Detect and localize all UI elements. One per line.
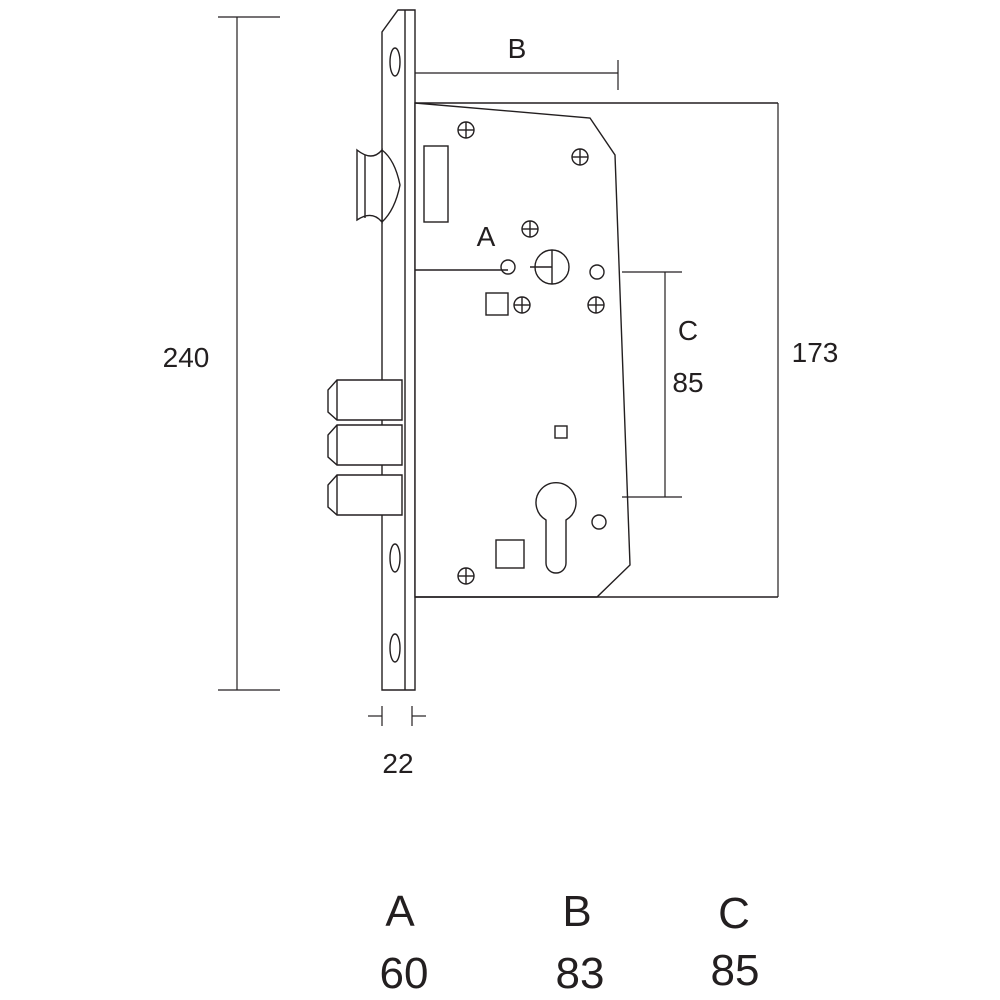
spec-table: A B C 60 83 85 — [380, 887, 760, 998]
latch-slot — [423, 145, 449, 223]
faceplate-screw-slot-middle — [389, 543, 401, 573]
square-block-upper — [485, 292, 509, 316]
dimension-faceplate-width: 22 — [368, 706, 426, 779]
faceplate — [381, 9, 416, 691]
spec-letter-a: A — [385, 887, 415, 936]
faceplate-screw-slot-top — [389, 47, 401, 77]
deadbolt-top — [327, 379, 403, 421]
label-c-value: 85 — [672, 367, 703, 398]
latch-bolt — [356, 148, 401, 224]
small-hole-lower — [591, 514, 607, 530]
height-total-label: 240 — [163, 342, 210, 373]
faceplate-width-label: 22 — [382, 748, 413, 779]
spec-letter-c: C — [718, 889, 750, 938]
deadbolt-middle — [327, 424, 403, 466]
spec-letter-b: B — [562, 887, 591, 936]
dimension-body-height: 173 — [777, 103, 839, 597]
label-c: C — [678, 315, 698, 346]
small-hole-a — [500, 259, 516, 275]
body-height-label: 173 — [792, 337, 839, 368]
dimension-b: B — [415, 33, 619, 90]
screw-upper-center — [521, 220, 539, 238]
screw-lower-right — [587, 296, 605, 314]
label-b: B — [508, 33, 527, 64]
label-a: A — [477, 221, 496, 252]
spec-value-a: 60 — [380, 949, 429, 998]
small-square — [554, 425, 568, 439]
spec-value-b: 83 — [556, 949, 605, 998]
screw-top-right — [571, 148, 589, 166]
small-hole-right — [589, 264, 605, 280]
cylinder-cutout — [535, 482, 577, 574]
spec-value-c: 85 — [711, 946, 760, 995]
faceplate-screw-slot-bottom — [389, 633, 401, 663]
lock-case — [414, 102, 778, 598]
dimension-c: C 85 — [622, 271, 704, 498]
screw-lower-left — [513, 296, 531, 314]
screw-bottom-left — [457, 567, 475, 585]
handle-follower — [530, 249, 570, 285]
square-block-lower — [495, 539, 525, 569]
dimension-height-total: 240 — [163, 16, 280, 691]
screw-top-left — [457, 121, 475, 139]
deadbolt-bottom — [327, 474, 403, 516]
case-screws — [457, 121, 605, 585]
